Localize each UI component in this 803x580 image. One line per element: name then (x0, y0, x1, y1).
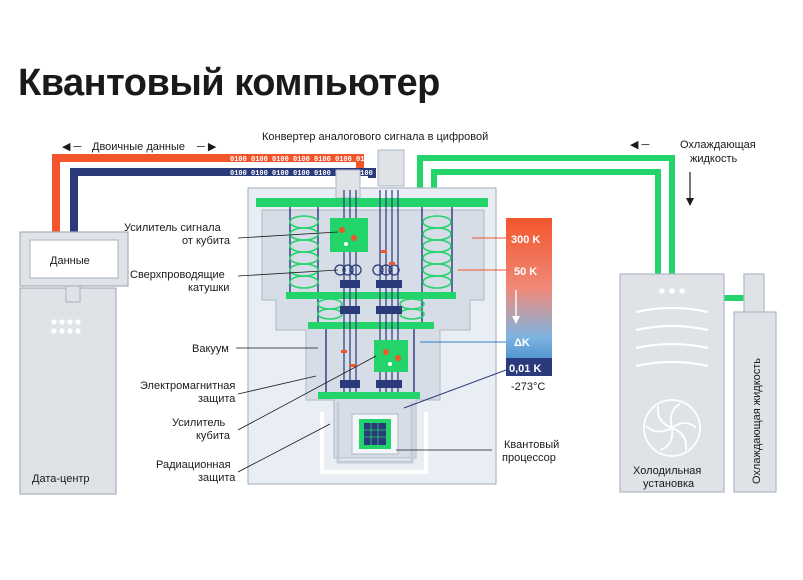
plate-low (318, 392, 420, 399)
temperature-bar-bottom (506, 358, 552, 376)
plate-mid (308, 322, 434, 329)
datacenter-tower (19, 287, 117, 495)
vacuum-label: Вакуум (192, 343, 229, 355)
indicator-dots (51, 319, 81, 334)
em-shield-label-2: защита (198, 393, 236, 405)
monitor-screen (29, 239, 119, 279)
left-labels: Усилитель сигнала от кубита Сверхпроводя… (124, 222, 377, 484)
fridge-label-1: Холодильная (633, 465, 701, 477)
amp-label-2: кубита (196, 430, 231, 442)
temperature-scale: 300 K 50 K ΔK 0,01 K -273°C (403, 218, 552, 409)
coils-label-1: Сверхпроводящие (130, 269, 225, 281)
arrow-left-icon: ◀ ─ (62, 141, 82, 153)
adc-label: Конвертер аналогового сигнала в цифровой (262, 131, 488, 143)
binary-data-label: Двоичные данные (92, 141, 185, 153)
support-rods (289, 207, 453, 392)
datacenter: Данные Дата-центр (19, 231, 129, 495)
arrow-down-head (512, 316, 520, 324)
coils-label-2: катушки (188, 282, 229, 294)
plate-top (256, 198, 488, 207)
arrow-left-icon: ◀ ─ (630, 139, 650, 151)
coolant-top-label-2: жидкость (690, 153, 738, 165)
temp-celsius: -273°C (511, 381, 545, 393)
temp-001k: 0,01 K (509, 363, 541, 375)
rad-shield-label-1: Радиационная (156, 459, 231, 471)
bit-stream-1: 0100 0100 0100 0100 0100 0100 0100 (230, 156, 373, 164)
fridge-body (619, 273, 725, 493)
rad-shield-label-2: защита (198, 472, 236, 484)
amp-label-1: Усилитель (172, 417, 226, 429)
processor-chip (364, 423, 386, 445)
processor-label-1: Квантовый (504, 439, 559, 451)
radiation-shield (336, 402, 414, 464)
qubit-signal-amp-label-1: Усилитель сигнала (124, 222, 222, 234)
fridge-dots (659, 288, 685, 294)
monitor-label: Данные (50, 255, 90, 267)
orange-markers (341, 250, 395, 367)
data-cables: 0100 0100 0100 0100 0100 0100 0100 0100 … (52, 154, 376, 232)
coolant-pipe-outer (417, 155, 675, 274)
page-title: Квантовый компьютер (18, 62, 440, 104)
coolant-top-label-group: ◀ ─ Охлаждающая жидкость (630, 139, 756, 206)
datacenter-label: Дата-центр (32, 473, 90, 485)
em-shield (320, 412, 428, 474)
fan-icon (643, 399, 701, 457)
fridge-label-2: установка (643, 478, 695, 490)
cryo-plates (256, 198, 488, 399)
plate-50k (286, 292, 456, 299)
refrigerator-unit: Холодильная установка (619, 273, 725, 493)
monitor-stand (65, 285, 81, 303)
tank-label: Охлаждающая жидкость (751, 358, 763, 484)
qubit-amplifier (374, 340, 408, 372)
adc-body (377, 149, 405, 187)
arrow-right-icon: ─ ▶ (196, 141, 217, 153)
coolant-top-label-1: Охлаждающая (680, 139, 756, 151)
bit-stream-2: 0100 0100 0100 0100 0100 0100 0100 (230, 170, 373, 178)
coolant-tank: Охлаждающая жидкость (733, 273, 777, 493)
processor-label-2: процессор (502, 452, 556, 464)
tank-neck (743, 273, 765, 315)
processor-label-group: Квантовый процессор (396, 439, 559, 464)
wire-blocks (340, 280, 402, 388)
temp-50k: 50 K (514, 266, 537, 278)
fridge-vents (635, 307, 709, 367)
quantum-processor (351, 413, 399, 455)
tank-body (733, 311, 777, 493)
orange-cable (52, 154, 364, 232)
navy-cable (70, 168, 376, 232)
arrow-down-head (686, 198, 694, 206)
temp-delta: ΔK (514, 337, 530, 349)
qubit-signal-amplifier (330, 218, 368, 252)
em-shield-label-1: Электромагнитная (140, 380, 235, 392)
temperature-bar (506, 218, 552, 376)
coolant-pipe-inner (431, 169, 661, 274)
temp-300k: 300 K (511, 234, 540, 246)
qubit-signal-amp-label-2: от кубита (182, 235, 231, 247)
binary-data-label-group: ◀ ─ Двоичные данные ─ ▶ (62, 141, 217, 153)
